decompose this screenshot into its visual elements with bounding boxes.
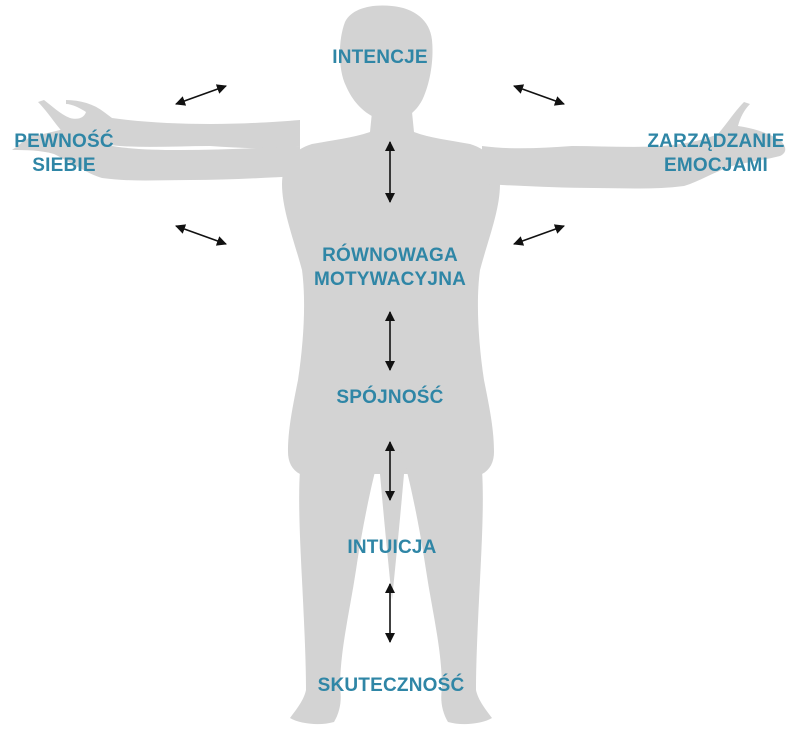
label-rownowaga-line2: MOTYWACYJNA bbox=[294, 268, 486, 292]
label-zarzadzanie-emocjami: ZARZĄDZANIE EMOCJAMI bbox=[634, 130, 798, 178]
label-zarzadzanie-line2: EMOCJAMI bbox=[634, 154, 798, 178]
label-intencje: INTENCJE bbox=[318, 46, 442, 70]
arrow-zarzadzanie-rownowaga bbox=[514, 226, 564, 244]
human-silhouette bbox=[12, 6, 785, 725]
label-pewnosc-line2: SIEBIE bbox=[0, 154, 128, 178]
label-skutecznosc-text: SKUTECZNOŚĆ bbox=[298, 674, 484, 698]
label-pewnosc-siebie: PEWNOŚĆ SIEBIE bbox=[0, 130, 128, 178]
label-spojnosc-text: SPÓJNOŚĆ bbox=[322, 386, 458, 410]
label-rownowaga-line1: RÓWNOWAGA bbox=[294, 244, 486, 268]
label-intencje-text: INTENCJE bbox=[318, 46, 442, 70]
label-intuicja-text: INTUICJA bbox=[330, 536, 454, 560]
label-skutecznosc: SKUTECZNOŚĆ bbox=[298, 674, 484, 698]
label-rownowaga-motywacyjna: RÓWNOWAGA MOTYWACYJNA bbox=[294, 244, 486, 292]
label-zarzadzanie-line1: ZARZĄDZANIE bbox=[634, 130, 798, 154]
label-spojnosc: SPÓJNOŚĆ bbox=[322, 386, 458, 410]
arrow-pewnosc-rownowaga bbox=[176, 226, 226, 244]
arrow-intencje-zarzadzanie bbox=[514, 86, 564, 104]
arrow-intencje-pewnosc bbox=[176, 86, 226, 104]
label-pewnosc-line1: PEWNOŚĆ bbox=[0, 130, 128, 154]
label-intuicja: INTUICJA bbox=[330, 536, 454, 560]
